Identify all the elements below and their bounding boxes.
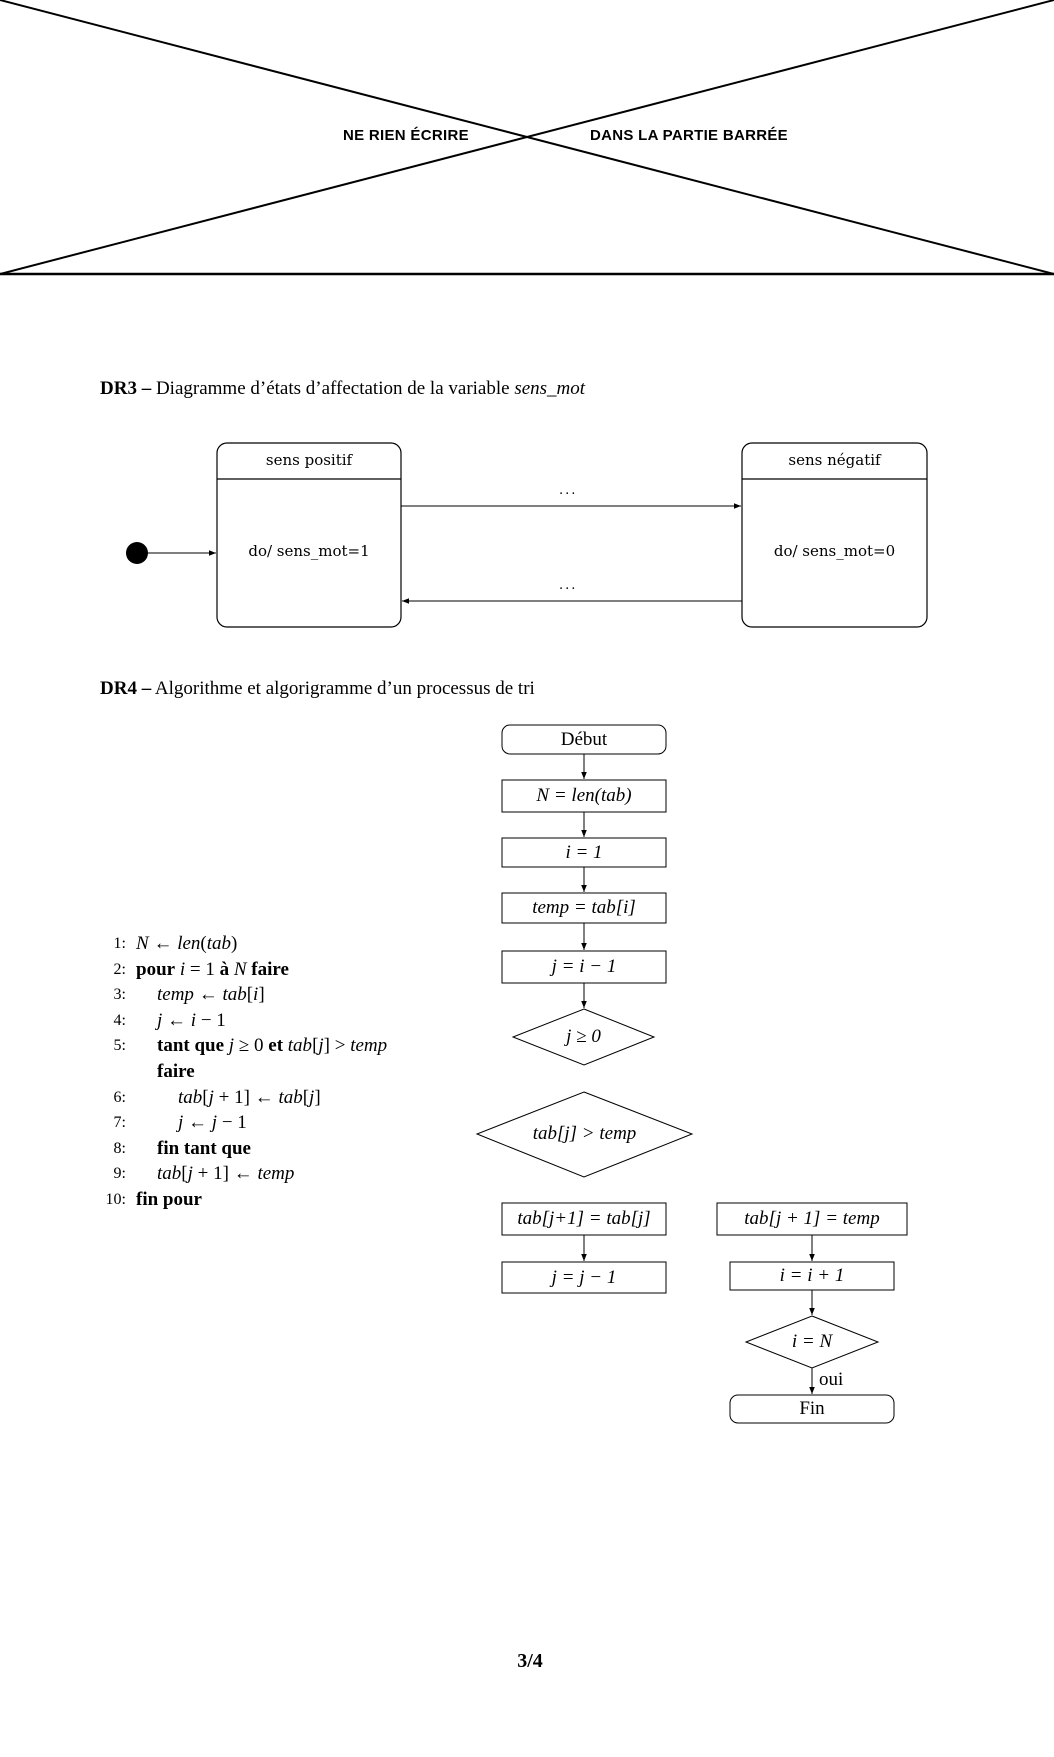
flow-label-end: Fin — [799, 1398, 825, 1419]
flow-box-j-dec — [501, 1261, 667, 1294]
state-box-sens-negatif — [741, 442, 928, 628]
dr3-title: DR3 – Diagramme d’états d’affectation de… — [100, 378, 585, 400]
page-number: 3/4 — [517, 1650, 543, 1672]
flow-label-cond-tab: tab[j] > temp — [532, 1123, 637, 1144]
algorithm-line-number: 9: — [113, 1165, 126, 1183]
flow-decision-j-nonneg — [511, 1008, 656, 1066]
algorithm-line-number: 4: — [113, 1011, 126, 1029]
algorithm-line-number: 3: — [113, 986, 126, 1004]
flow-label-i-inc: i = i + 1 — [779, 1265, 845, 1286]
crossed-zone — [0, 0, 1054, 276]
transition-label-forward: ... — [559, 483, 578, 498]
algorithm-line-code: j ← i − 1 — [157, 1009, 226, 1031]
initial-state-dot — [126, 542, 148, 564]
flow-label-start: Début — [560, 728, 608, 750]
algorithm-line-code: N ← len(tab) — [136, 933, 238, 954]
flow-label-yes: oui — [819, 1369, 844, 1390]
flowchart — [475, 724, 908, 1424]
algorithm-line-code: faire — [157, 1061, 195, 1082]
flow-label-cond-j: j ≥ 0 — [566, 1026, 601, 1047]
state-action-sens-positif: do/ sens_mot=1 — [248, 542, 370, 560]
dr4-title: DR4 – Algorithme et algorigramme d’un pr… — [100, 678, 535, 700]
algorithm-line-code: temp ← tab[i] — [157, 984, 265, 1006]
dr4-title-text: Algorithme et algorigramme d’un processu… — [154, 678, 535, 699]
cross-line-up — [0, 0, 1054, 275]
flow-label-insert: tab[j + 1] = temp — [744, 1208, 880, 1229]
state-action-sens-negatif: do/ sens_mot=0 — [773, 542, 896, 560]
dr4-label: DR4 – — [100, 678, 152, 699]
algorithm-line-number: 6: — [113, 1088, 126, 1106]
banner-right-text: DANS LA PARTIE BARRÉE — [590, 127, 788, 144]
algorithm-line-number: 1: — [113, 935, 126, 952]
flow-label-shift: tab[j+1] = tab[j] — [517, 1208, 651, 1229]
state-diagram — [126, 442, 928, 628]
banner-left-text: NE RIEN ÉCRIRE — [343, 127, 469, 144]
algorithm-line-code: tant que j ≥ 0 et tab[j] > temp — [157, 1035, 388, 1057]
algorithm-line-number: 10: — [105, 1191, 126, 1208]
flow-label-temp-assign: temp = tab[i] — [532, 897, 636, 918]
transition-label-backward: ... — [559, 578, 578, 593]
algorithm-line-code: tab[j + 1] ← tab[j] — [178, 1086, 321, 1108]
flow-label-n-assign: N = len(tab) — [536, 785, 632, 806]
algorithm-line-code: j ← j − 1 — [178, 1112, 247, 1134]
dr3-title-var: sens_mot — [514, 378, 586, 399]
state-name-sens-negatif: sens négatif — [788, 451, 881, 469]
algorithm-line-code: pour i = 1 à N faire — [136, 958, 289, 980]
state-box-sens-positif — [216, 442, 402, 628]
flow-label-cond-end: i = N — [791, 1331, 833, 1352]
algorithm-line-number: 5: — [113, 1037, 126, 1055]
state-name-sens-positif: sens positif — [265, 451, 353, 469]
flow-label-j-dec: j = j − 1 — [551, 1266, 617, 1288]
algorithm-line-code: tab[j + 1] ← temp — [157, 1163, 295, 1185]
flow-label-j-init: j = i − 1 — [551, 956, 617, 977]
algorithm-line-code: fin pour — [136, 1189, 202, 1210]
dr3-title-text: Diagramme d’états d’affectation de la va… — [155, 378, 510, 399]
algorithm-line-number: 7: — [113, 1114, 126, 1132]
algorithm-line-number: 2: — [113, 960, 126, 978]
algorithm-line-code: fin tant que — [157, 1137, 251, 1159]
flow-decision-tab-gt-temp — [475, 1091, 694, 1178]
flow-label-i-init: i = 1 — [565, 841, 603, 863]
dr3-label: DR3 – — [100, 378, 152, 399]
algorithm-line-number: 8: — [113, 1139, 126, 1157]
flow-end-terminal — [729, 1394, 895, 1424]
